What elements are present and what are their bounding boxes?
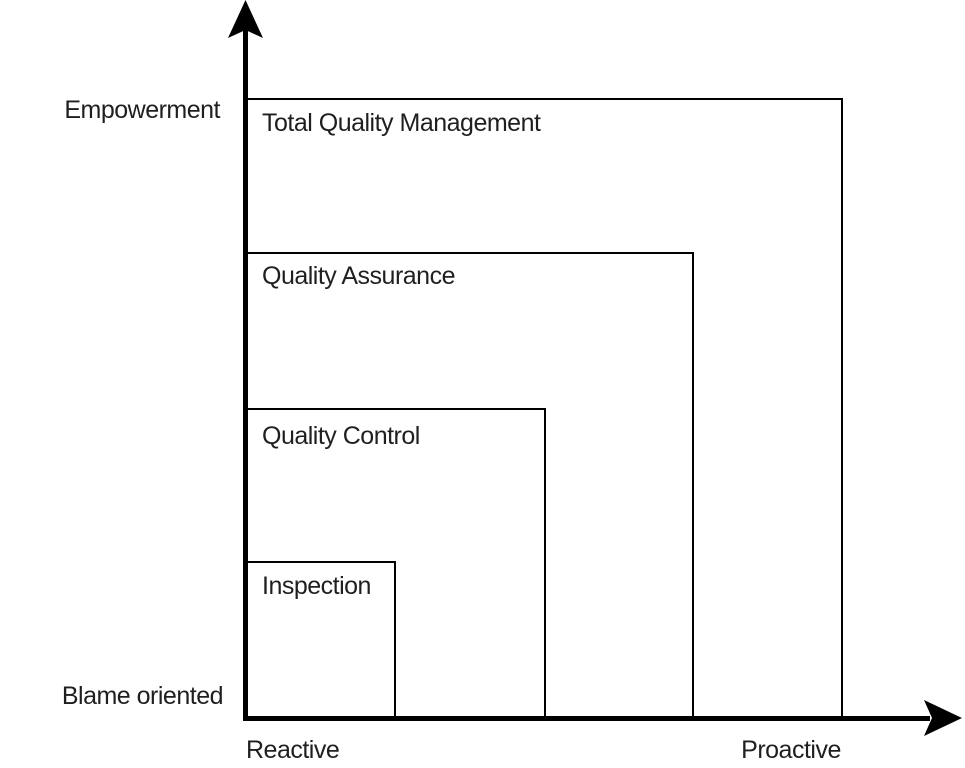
y-axis-label-bottom: Blame oriented xyxy=(61,682,224,710)
x-axis-label-right: Proactive xyxy=(741,736,841,764)
x-axis-line xyxy=(243,716,930,721)
y-axis-arrowhead-icon xyxy=(228,0,263,38)
level-label-inspection: Inspection xyxy=(262,572,371,600)
level-label-quality-assurance: Quality Assurance xyxy=(262,262,456,290)
level-label-quality-control: Quality Control xyxy=(262,422,420,450)
level-label-total-quality-management: Total Quality Management xyxy=(262,109,541,137)
x-axis-arrowhead-icon xyxy=(924,700,962,736)
x-axis-label-left: Reactive xyxy=(246,736,340,764)
y-axis-line xyxy=(243,24,248,721)
y-axis-label-top: Empowerment xyxy=(64,96,220,124)
